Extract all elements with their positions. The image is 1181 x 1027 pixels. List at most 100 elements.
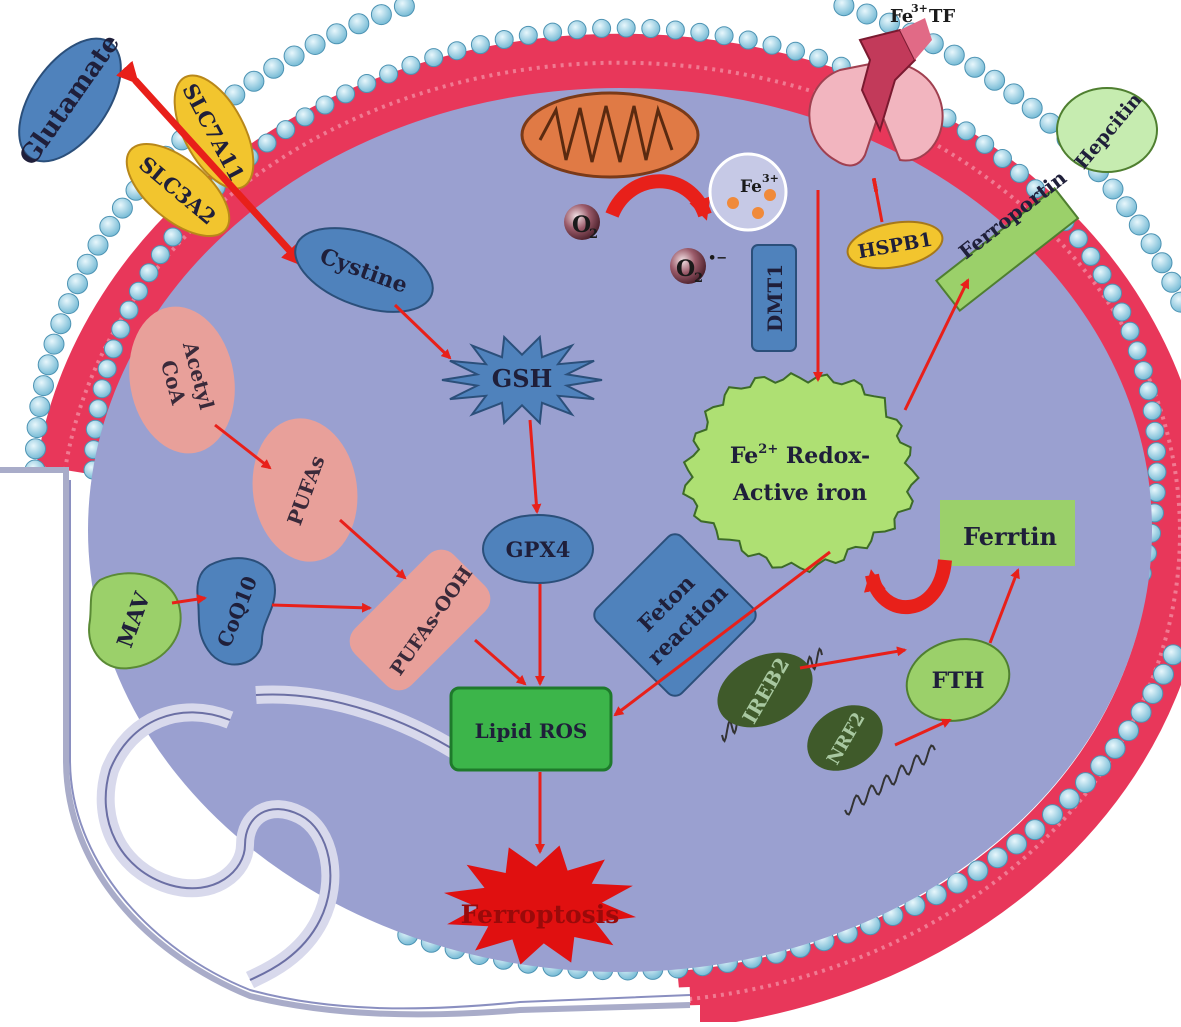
fth-node: FTH <box>905 638 1011 722</box>
o2-molecule: O 2 <box>564 204 600 242</box>
lipid-head <box>29 396 51 418</box>
glutamate-node: Glutamate <box>14 29 126 171</box>
superoxide-molecule: O 2 •− <box>670 248 727 286</box>
lipid-head <box>304 34 326 55</box>
fe2-redox-iron-node: Fe2+ Redox- Active iron <box>682 372 920 574</box>
lipid-head <box>975 134 995 154</box>
lipid-head <box>37 354 59 376</box>
lipid-head <box>956 121 976 141</box>
lipid-head <box>641 19 661 38</box>
fe3tf-superscript: 3+ <box>911 2 928 15</box>
o2-label: O <box>572 212 591 238</box>
lipid-head <box>1142 401 1162 421</box>
lipid-head <box>76 253 98 275</box>
lipid-head <box>964 56 986 78</box>
lipid-head <box>25 438 46 460</box>
lipid-head <box>370 4 392 26</box>
lipid-head <box>987 847 1008 869</box>
lipid-head <box>1138 381 1158 401</box>
lipid-head <box>263 57 285 79</box>
lipid-head <box>1127 341 1147 361</box>
lipid-ros-node: Lipid ROS <box>449 686 613 772</box>
lipid-head <box>1081 246 1101 266</box>
lipid-head <box>1021 97 1043 119</box>
lipid-head <box>26 417 48 439</box>
arrow-pufas-pufasooh <box>339 518 407 580</box>
lipid-head <box>1103 283 1122 303</box>
lipid-head <box>283 45 305 67</box>
lipid-head <box>1009 163 1029 183</box>
gpx4-label: GPX4 <box>506 537 571 562</box>
fe2-label-superscript: 2+ <box>758 442 778 457</box>
lipid-head <box>616 18 636 38</box>
ferroptosis-node: Ferroptosis <box>444 845 636 965</box>
lipid-head <box>1128 214 1150 236</box>
fe3tf-suffix: TF <box>929 6 955 27</box>
lipid-head <box>567 20 587 40</box>
ferrtin-label: Ferrtin <box>963 522 1057 551</box>
lipid-head <box>243 70 265 92</box>
lipid-head <box>129 281 148 301</box>
lipid-head <box>111 319 131 339</box>
pathway-arrows <box>171 190 1020 854</box>
lipid-head <box>379 64 399 84</box>
ferroptosis-label: Ferroptosis <box>461 900 620 929</box>
lipid-ros-label: Lipid ROS <box>475 719 588 743</box>
lipid-head <box>967 860 989 882</box>
lipid-head <box>1170 291 1181 313</box>
lipid-head <box>1118 720 1139 742</box>
fe3-vesicle: Fe 3+ <box>708 152 788 232</box>
lipid-head <box>1145 421 1165 441</box>
lipid-head <box>592 18 612 38</box>
lipid-head <box>518 25 538 45</box>
lipid-head <box>1142 683 1164 704</box>
lipid-head <box>163 227 183 247</box>
lipid-head <box>447 41 467 61</box>
lipid-head <box>1130 701 1152 723</box>
lipid-head <box>833 0 855 17</box>
superoxide-superscript: •− <box>708 251 727 266</box>
gsh-label: GSH <box>492 364 553 393</box>
lipid-head <box>1003 83 1025 105</box>
o2-to-superoxide-arrow <box>605 174 712 221</box>
gsh-node: GSH <box>441 334 603 426</box>
lipid-head <box>762 35 782 55</box>
lipid-head <box>139 263 159 283</box>
lipid-head <box>1162 644 1181 666</box>
arrow-gsh-gpx4 <box>528 419 542 514</box>
lipid-head <box>943 44 965 66</box>
arrow-mav-coq10 <box>171 594 207 605</box>
lipid-head <box>315 95 335 115</box>
fe3tf-label: Fe <box>890 6 913 27</box>
cytoplasm <box>0 88 1152 1022</box>
fe3-label: Fe <box>740 177 762 197</box>
lipid-head <box>1042 804 1063 826</box>
feton-reaction-node: Feton reaction <box>593 533 757 697</box>
lipid-head <box>1090 755 1112 777</box>
o2-subscript: 2 <box>589 227 598 242</box>
dmt1-node: DMT1 <box>751 244 797 352</box>
lipid-head <box>401 55 421 75</box>
lipid-head <box>690 22 710 42</box>
lipid-head <box>393 0 415 17</box>
arrow-fe2-lipidros <box>613 550 831 717</box>
fe2-label-redox: Redox- <box>778 443 870 469</box>
lipid-head <box>67 273 88 295</box>
lipid-head <box>1102 178 1124 200</box>
lipid-head <box>1151 252 1173 274</box>
lipid-head <box>119 300 139 320</box>
hepcitin-node: Hepcitin <box>1056 87 1158 174</box>
fe2-label-fe: Fe <box>730 443 758 469</box>
mav-node: MAV <box>88 572 182 670</box>
lipid-head <box>1104 737 1126 759</box>
lipid-head <box>1116 196 1138 218</box>
lipid-head <box>33 375 54 397</box>
arrow-coq10-pufasooh <box>271 602 372 613</box>
lipid-head <box>348 13 370 35</box>
lipid-head <box>470 35 490 55</box>
lipid-head <box>1161 271 1181 293</box>
transferrin-receptor: Fe 3+ TF <box>808 2 955 167</box>
nrf2-node: NRF2 <box>807 705 936 816</box>
lipid-head <box>1120 321 1140 341</box>
lipid-head <box>1147 462 1167 482</box>
